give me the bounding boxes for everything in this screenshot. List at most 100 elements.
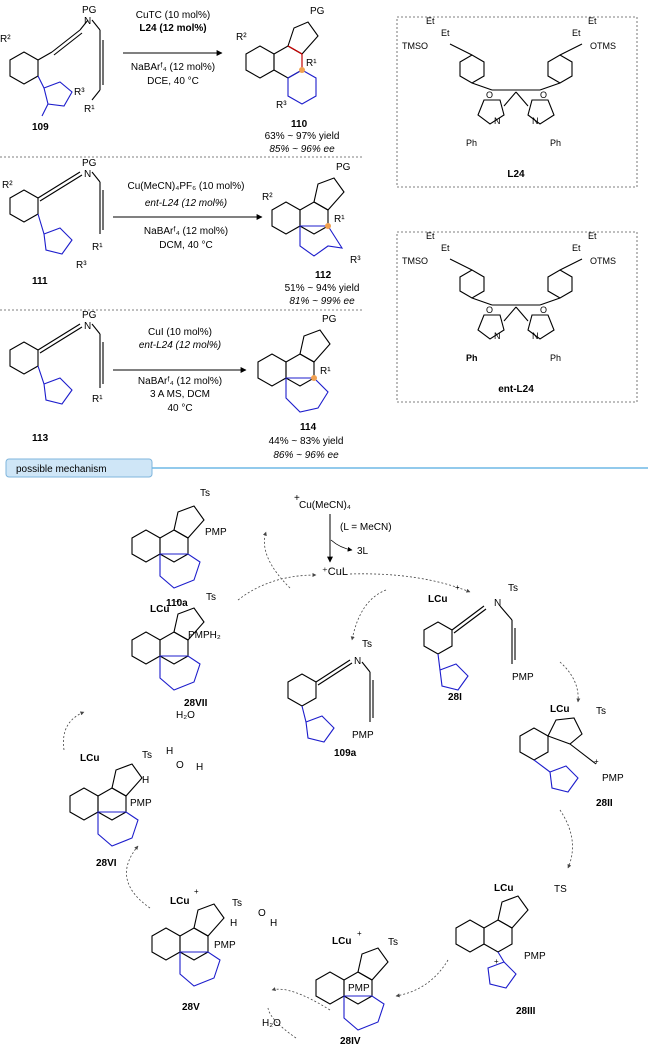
l24-et-1: Et xyxy=(426,16,435,26)
arrow-to-110a xyxy=(262,531,291,589)
arrow-water-in xyxy=(267,1007,297,1039)
prod-112-pg: PG xyxy=(336,162,351,173)
r1-yield: 63% ~ 97% yield xyxy=(265,131,340,142)
sm-111-structure xyxy=(9,171,104,255)
28VI-lcu: LCu xyxy=(80,753,99,764)
r3-cond-1: CuI (10 mol%) xyxy=(148,327,212,338)
r1-cond-2: L24 (12 mol%) xyxy=(139,23,206,34)
l24-ph-1: Ph xyxy=(466,138,477,148)
r2-cond-3: NaBArᶠ₄ (12 mol%) xyxy=(144,226,228,237)
28V-ts: Ts xyxy=(232,898,242,909)
28I-label: 28I xyxy=(448,692,462,703)
ligand-note: (L = MeCN) xyxy=(340,522,392,533)
entl24-label: ent-L24 xyxy=(498,384,534,395)
species-28VI xyxy=(69,763,143,847)
water-in: H₂O xyxy=(262,1018,281,1029)
28IV-charge: + xyxy=(357,929,362,938)
r2-yield: 51% ~ 94% yield xyxy=(285,283,360,294)
entl24-ph-2: Ph xyxy=(550,353,561,363)
species-28VII xyxy=(131,607,205,691)
28III-label: 28III xyxy=(516,1006,536,1017)
l24-n-1: N xyxy=(494,116,501,126)
sm-109-r2: R² xyxy=(0,34,11,45)
prod-112-r2: R² xyxy=(262,192,273,203)
28VII-charge: + xyxy=(175,597,180,606)
prod-112-structure xyxy=(271,177,345,257)
sm-109-n: N xyxy=(84,16,91,27)
species-28IV xyxy=(315,947,389,1031)
entl24-et-3: Et xyxy=(588,231,597,241)
prod-114-r1: R¹ xyxy=(320,366,331,377)
28VI-label: 28VI xyxy=(96,858,117,869)
28V-charge: + xyxy=(194,887,199,896)
reaction-1: PG N R² R³ R¹ 109 CuTC (10 mol%) L24 (12… xyxy=(0,5,339,155)
sm-111-r1: R¹ xyxy=(92,242,103,253)
entl24-ph-1: Ph xyxy=(466,353,478,363)
l24-o-1: O xyxy=(486,90,493,100)
entl24-n-1: N xyxy=(494,331,501,341)
l24-et-4: Et xyxy=(572,28,581,38)
28II-lcu: LCu xyxy=(550,704,569,715)
water-out: H₂O xyxy=(176,710,195,721)
28VII-label: 28VII xyxy=(184,698,208,709)
28V-o: O xyxy=(258,908,266,919)
prod-110-structure xyxy=(245,21,319,105)
entl24-et-4: Et xyxy=(572,243,581,253)
28I-pmp: PMP xyxy=(512,672,534,683)
r2-cond-2: ent-L24 (12 mol%) xyxy=(145,198,227,209)
catalyst-cul: ⁺CuL xyxy=(322,566,348,578)
110a-pmp: PMP xyxy=(205,527,227,538)
arrow-109a-in xyxy=(350,589,387,641)
r2-ee: 81% ~ 99% ee xyxy=(289,296,355,307)
28VII-pmph2: PMPH₂ xyxy=(188,630,221,641)
28V-oh: H xyxy=(270,918,277,929)
28VI-o: O xyxy=(176,760,184,771)
sm-109-r3: R³ xyxy=(74,87,85,98)
l24-ph-2: Ph xyxy=(550,138,561,148)
28I-ts: Ts xyxy=(508,583,518,594)
r3-cond-5: 40 °C xyxy=(167,403,192,414)
sm-111-r2: R² xyxy=(2,180,13,191)
prod-110-label: 110 xyxy=(291,119,308,130)
28VI-h1: H xyxy=(166,746,173,757)
l24-o-2: O xyxy=(540,90,547,100)
r3-yield: 44% ~ 83% yield xyxy=(269,436,344,447)
sm-109-structure xyxy=(9,19,104,117)
l24-tmso: TMSO xyxy=(402,41,428,51)
109a-label: 109a xyxy=(334,748,357,759)
l24-et-2: Et xyxy=(441,28,450,38)
l24-label: L24 xyxy=(507,169,525,180)
mechanism-banner-text: possible mechanism xyxy=(16,464,107,475)
ligand-l24 xyxy=(396,16,638,188)
entl24-otms: OTMS xyxy=(590,256,616,266)
110a-ts: Ts xyxy=(200,488,210,499)
species-109a xyxy=(287,659,374,743)
species-28I xyxy=(423,605,516,691)
109a-n: N xyxy=(354,656,361,667)
ligand-loss: 3L xyxy=(357,546,369,557)
28V-pmp: PMP xyxy=(214,940,236,951)
species-28III xyxy=(455,895,529,989)
reaction-2: PG N R² R¹ R³ 111 Cu(MeCN)₄PF₆ (10 mol%)… xyxy=(2,158,361,307)
l24-otms: OTMS xyxy=(590,41,616,51)
arrow-release xyxy=(237,573,317,601)
l24-et-3: Et xyxy=(588,16,597,26)
r2-cond-1: Cu(MeCN)₄PF₆ (10 mol%) xyxy=(127,181,244,192)
28I-lcu: LCu xyxy=(428,594,447,605)
28VI-pmp: PMP xyxy=(130,798,152,809)
sm-113-structure xyxy=(9,323,104,405)
28II-ts: Ts xyxy=(596,706,606,717)
prod-114-pg: PG xyxy=(322,314,337,325)
prod-112-r3: R³ xyxy=(350,255,361,266)
28III-ts: TS xyxy=(554,884,567,895)
r2-cond-4: DCM, 40 °C xyxy=(159,240,212,251)
entl24-o-2: O xyxy=(540,305,547,315)
28V-label: 28V xyxy=(182,1002,200,1013)
r1-cond-1: CuTC (10 mol%) xyxy=(136,10,210,21)
prod-112-label: 112 xyxy=(315,270,332,281)
ligand-ent-l24 xyxy=(396,231,638,403)
28VI-ts: Ts xyxy=(142,750,152,761)
28III-lcu: LCu xyxy=(494,883,513,894)
109a-pmp: PMP xyxy=(352,730,374,741)
